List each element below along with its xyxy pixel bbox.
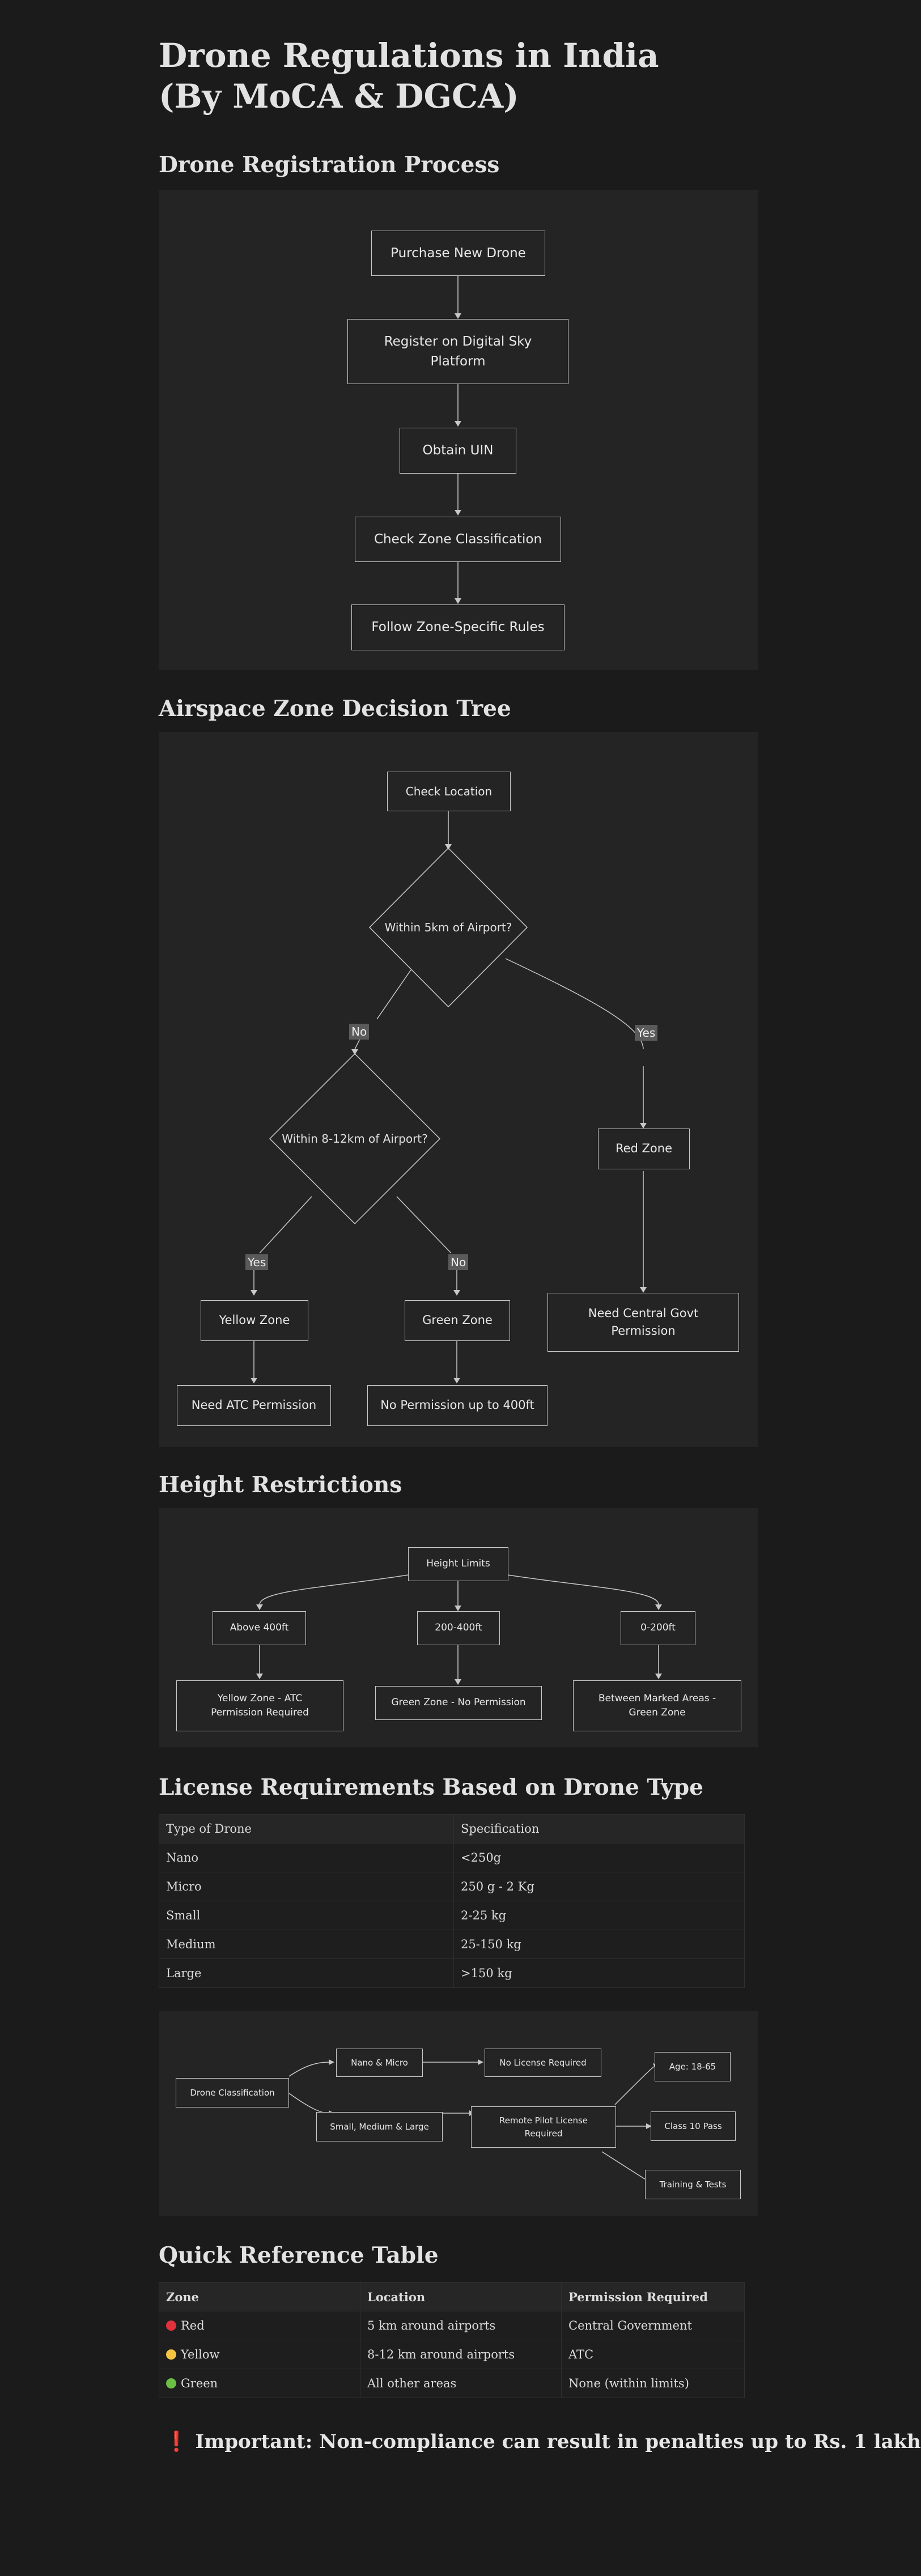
remote-pilot-license-node: Remote Pilot License Required <box>471 2106 616 2148</box>
green-zone-dot-icon <box>166 2378 176 2388</box>
zone-decision-tree: Within 5km of Airport? Within 8-12km of … <box>159 732 758 1447</box>
table-cell: 250 g - 2 Kg <box>453 1872 745 1901</box>
class10-requirement-node: Class 10 Pass <box>651 2111 736 2141</box>
table-row: Large>150 kg <box>159 1958 745 1988</box>
no-license-node: No License Required <box>485 2049 601 2077</box>
zone-tree-heading: Airspace Zone Decision Tree <box>159 696 511 722</box>
column-header: Permission Required <box>561 2282 745 2311</box>
red-zone-dot-icon <box>166 2320 176 2331</box>
atc-permission-node: Need ATC Permission <box>177 1385 331 1426</box>
mid-height-node: 200-400ft <box>417 1611 500 1645</box>
column-header: Location <box>360 2282 562 2311</box>
zone-cell: Red <box>159 2311 360 2340</box>
table-cell: Large <box>159 1958 454 1988</box>
zone-tree-shapes: Within 5km of Airport? Within 8-12km of … <box>251 811 647 1383</box>
table-row: Red 5 km around airports Central Governm… <box>159 2311 745 2340</box>
yes-label-2: Yes <box>245 1254 269 1270</box>
quick-ref-heading: Quick Reference Table <box>159 2242 439 2268</box>
q1-label: Within 5km of Airport? <box>385 921 512 934</box>
table-header-row: Type of Drone Specification <box>159 1814 745 1843</box>
height-heading: Height Restrictions <box>159 1472 402 1498</box>
license-heading: License Requirements Based on Drone Type <box>159 1774 703 1800</box>
table-cell: Medium <box>159 1930 454 1959</box>
yes-label-1: Yes <box>635 1025 658 1041</box>
table-cell: Micro <box>159 1872 454 1901</box>
above-400ft-node: Above 400ft <box>213 1611 306 1645</box>
height-diagram: Height Limits Above 400ft 200-400ft 0-20… <box>159 1508 758 1747</box>
table-header-row: Zone Location Permission Required <box>159 2282 745 2311</box>
red-zone-node: Red Zone <box>598 1129 690 1169</box>
license-diagram: Drone Classification Nano & Micro No Lic… <box>159 2011 758 2216</box>
table-cell: <250g <box>453 1843 745 1872</box>
table-cell: ATC <box>561 2340 745 2369</box>
page-title: Drone Regulations in India (By MoCA & DG… <box>159 36 659 116</box>
age-requirement-node: Age: 18-65 <box>655 2052 731 2081</box>
column-header: Type of Drone <box>159 1814 454 1843</box>
registration-heading: Drone Registration Process <box>159 152 500 178</box>
registration-flowchart: Purchase New Drone Register on Digital S… <box>159 190 758 670</box>
column-header: Zone <box>159 2282 360 2311</box>
mid-height-result: Green Zone - No Permission <box>375 1686 542 1720</box>
q2-label: Within 8-12km of Airport? <box>282 1132 428 1146</box>
exclamation-icon: ❗ <box>164 2430 189 2453</box>
table-cell: Central Government <box>561 2311 745 2340</box>
table-cell: >150 kg <box>453 1958 745 1988</box>
check-location-node: Check Location <box>387 772 511 811</box>
above-400ft-result: Yellow Zone - ATC Permission Required <box>176 1680 343 1731</box>
table-cell: 8-12 km around airports <box>360 2340 562 2369</box>
low-height-result: Between Marked Areas - Green Zone <box>573 1680 741 1731</box>
table-cell: 2-25 kg <box>453 1901 745 1930</box>
green-zone-node: Green Zone <box>405 1300 510 1341</box>
height-arrows <box>256 1574 662 1685</box>
no-permission-node: No Permission up to 400ft <box>367 1385 547 1426</box>
step-check-zone: Check Zone Classification <box>355 517 561 562</box>
license-table: Type of Drone Specification Nano<250g Mi… <box>159 1814 745 1988</box>
zone-cell: Yellow <box>159 2340 360 2369</box>
small-medium-large-node: Small, Medium & Large <box>316 2112 443 2141</box>
training-tests-node: Training & Tests <box>645 2170 741 2199</box>
registration-arrows <box>455 276 461 604</box>
table-cell: Nano <box>159 1843 454 1872</box>
zone-cell: Green <box>159 2369 360 2398</box>
step-follow-rules: Follow Zone-Specific Rules <box>351 604 565 650</box>
column-header: Specification <box>453 1814 745 1843</box>
table-cell: Small <box>159 1901 454 1930</box>
quick-reference-table: Zone Location Permission Required Red 5 … <box>159 2282 745 2398</box>
drone-classification-node: Drone Classification <box>176 2078 289 2107</box>
table-cell: All other areas <box>360 2369 562 2398</box>
table-row: Nano<250g <box>159 1843 745 1872</box>
step-obtain-uin: Obtain UIN <box>400 428 516 474</box>
no-label-1: No <box>349 1024 370 1040</box>
nano-micro-node: Nano & Micro <box>336 2049 423 2077</box>
central-permission-node: Need Central Govt Permission <box>547 1293 739 1352</box>
height-limits-node: Height Limits <box>408 1547 508 1581</box>
table-cell: None (within limits) <box>561 2369 745 2398</box>
step-register-digital-sky: Register on Digital Sky Platform <box>347 319 568 384</box>
step-purchase-drone: Purchase New Drone <box>371 231 545 276</box>
table-row: Yellow 8-12 km around airports ATC <box>159 2340 745 2369</box>
yellow-zone-dot-icon <box>166 2349 176 2360</box>
table-cell: 25-150 kg <box>453 1930 745 1959</box>
table-row: Green All other areas None (within limit… <box>159 2369 745 2398</box>
no-label-2: No <box>448 1254 469 1270</box>
table-cell: 5 km around airports <box>360 2311 562 2340</box>
yellow-zone-node: Yellow Zone <box>201 1300 308 1341</box>
important-note: ❗Important: Non-compliance can result in… <box>164 2430 921 2453</box>
low-height-node: 0-200ft <box>621 1611 695 1645</box>
